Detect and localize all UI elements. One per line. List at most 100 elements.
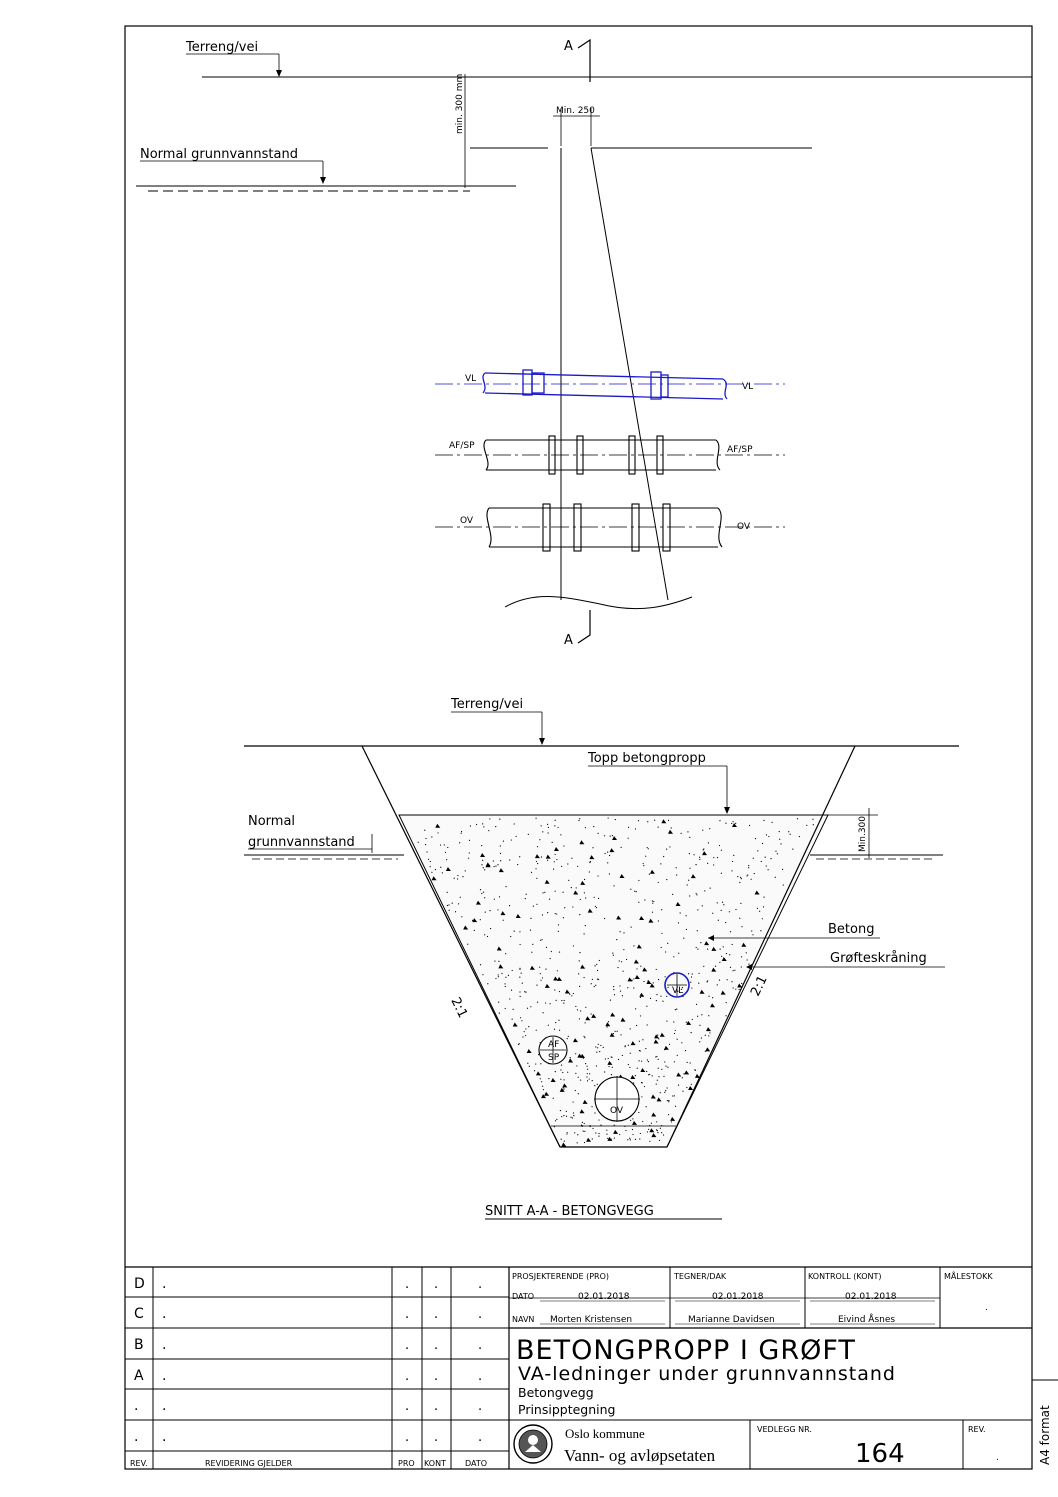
plan-view: Terreng/vei min. 300 mm A Min. 250 Norma… xyxy=(136,38,1032,648)
col-rev: REV. xyxy=(130,1459,148,1468)
section-view: Terreng/vei Topp betongpropp Min.300 Nor… xyxy=(244,697,959,1220)
pipe-ov-label-right: OV xyxy=(737,522,751,532)
revision-rows: D....C....B....A.............. xyxy=(134,1276,482,1445)
topp-label: Topp betongpropp xyxy=(587,751,706,766)
col-kont: KONT xyxy=(424,1459,446,1468)
kontroll-navn: Eivind Åsnes xyxy=(838,1313,895,1325)
arrowhead xyxy=(708,935,714,941)
revision-pro: . xyxy=(405,1399,409,1414)
grunnvann-label: Normal grunnvannstand xyxy=(140,147,298,162)
tegner-dato: 02.01.2018 xyxy=(712,1292,764,1302)
vedlegg-value: 164 xyxy=(855,1439,905,1469)
pipe-vl-label-left: VL xyxy=(465,374,476,384)
oslo-kommune-logo xyxy=(513,1424,553,1464)
kontroll-label: KONTROLL (KONT) xyxy=(808,1272,882,1281)
revision-kont: . xyxy=(434,1369,438,1384)
section-title: SNITT A-A - BETONGVEGG xyxy=(485,1204,654,1219)
betong-label: Betong xyxy=(828,922,874,937)
rev-label: REV. xyxy=(968,1425,986,1434)
trench-slope-left xyxy=(361,745,561,1148)
revision-pro: . xyxy=(405,1277,409,1292)
section-terreng-label: Terreng/vei xyxy=(450,697,523,712)
prosjekterende-label: PROSJEKTERENDE (PRO) xyxy=(512,1272,609,1281)
revision-text: . xyxy=(162,1276,166,1292)
vedlegg-label: VEDLEGG NR. xyxy=(757,1425,812,1434)
org-line1: Oslo kommune xyxy=(565,1426,645,1441)
grofte-label: Grøfteskråning xyxy=(830,951,927,966)
pipe-vl-label-right: VL xyxy=(742,382,753,392)
section-pipe-vl: VL xyxy=(664,972,690,998)
arrowhead xyxy=(746,964,752,970)
terreng-label: Terreng/vei xyxy=(185,40,258,55)
revision-code: . xyxy=(134,1429,138,1445)
org-line2: Vann- og avløpsetaten xyxy=(564,1446,716,1465)
pro-navn: Morten Kristensen xyxy=(550,1315,632,1325)
tegner-navn: Marianne Davidsen xyxy=(688,1315,775,1325)
wall-slope-line xyxy=(590,147,669,601)
section-pipe-af-label: AF xyxy=(548,1040,559,1050)
revision-kont: . xyxy=(434,1430,438,1445)
section-pipe-afsp: AF SP xyxy=(538,1035,568,1065)
concrete-texture xyxy=(417,817,814,1147)
revision-code: B xyxy=(134,1337,144,1353)
section-pipe-vl-label: VL xyxy=(672,986,683,996)
revision-pro: . xyxy=(405,1307,409,1322)
title-sub: VA-ledninger under grunnvannstand xyxy=(518,1363,896,1385)
col-revidering: REVIDERING GJELDER xyxy=(205,1459,293,1468)
revision-kont: . xyxy=(434,1307,438,1322)
revision-pro: . xyxy=(405,1338,409,1353)
pro-dato: 02.01.2018 xyxy=(578,1292,630,1302)
revision-dato: . xyxy=(478,1430,482,1445)
revision-text: . xyxy=(162,1398,166,1414)
tegner-label: TEGNER/DAK xyxy=(673,1272,727,1281)
revision-dato: . xyxy=(478,1399,482,1414)
arrowhead xyxy=(539,738,545,745)
sheet-border xyxy=(124,25,1033,1470)
width-dim-label: Min. 250 xyxy=(556,106,595,116)
revision-text: . xyxy=(162,1368,166,1384)
section-arrow xyxy=(577,38,591,82)
section-grunnvann-line1: Normal xyxy=(248,814,295,829)
revision-kont: . xyxy=(434,1399,438,1414)
kontroll-dato: 02.01.2018 xyxy=(845,1292,897,1302)
break-line xyxy=(504,595,693,610)
title-line4: Prinsipptegning xyxy=(518,1402,616,1417)
revision-code: D xyxy=(134,1276,145,1292)
revision-code: . xyxy=(134,1398,138,1414)
min300-label: Min.300 xyxy=(858,816,868,852)
section-marker-bottom: A xyxy=(564,633,573,648)
section-grunnvann-line2: grunnvannstand xyxy=(248,835,355,850)
pipe-afsp xyxy=(435,435,785,475)
revision-dato: . xyxy=(478,1338,482,1353)
slope-left-label: 2:1 xyxy=(447,995,470,1020)
pipe-ov-label-left: OV xyxy=(460,516,474,526)
pipe-afsp-label-right: AF/SP xyxy=(727,445,753,455)
pipe-afsp-label-left: AF/SP xyxy=(449,441,475,451)
section-arrow xyxy=(577,610,591,644)
malestokk-label: MÅLESTOKK xyxy=(944,1270,993,1281)
col-pro: PRO xyxy=(398,1459,415,1468)
format-label: A4 format xyxy=(1038,1405,1052,1465)
revision-kont: . xyxy=(434,1338,438,1353)
title-block: D....C....B....A.............. REV. REVI… xyxy=(125,1266,1058,1469)
col-dato: DATO xyxy=(465,1459,487,1468)
revision-pro: . xyxy=(405,1369,409,1384)
revision-dato: . xyxy=(478,1307,482,1322)
revision-code: C xyxy=(134,1306,144,1322)
revision-pro: . xyxy=(405,1430,409,1445)
section-marker-top: A xyxy=(564,39,573,54)
revision-text: . xyxy=(162,1429,166,1445)
arrowhead xyxy=(276,70,282,77)
depth-dim-label: min. 300 mm xyxy=(455,74,465,134)
navn-label: NAVN xyxy=(512,1315,534,1324)
title-line3: Betongvegg xyxy=(518,1385,594,1400)
section-pipe-sp-label: SP xyxy=(548,1053,560,1063)
arrowhead xyxy=(724,807,730,814)
malestokk-value: . xyxy=(985,1303,988,1313)
revision-kont: . xyxy=(434,1277,438,1292)
revision-text: . xyxy=(162,1306,166,1322)
section-pipe-ov-label: OV xyxy=(610,1106,624,1116)
dato-label: DATO xyxy=(512,1292,534,1301)
revision-dato: . xyxy=(478,1369,482,1384)
